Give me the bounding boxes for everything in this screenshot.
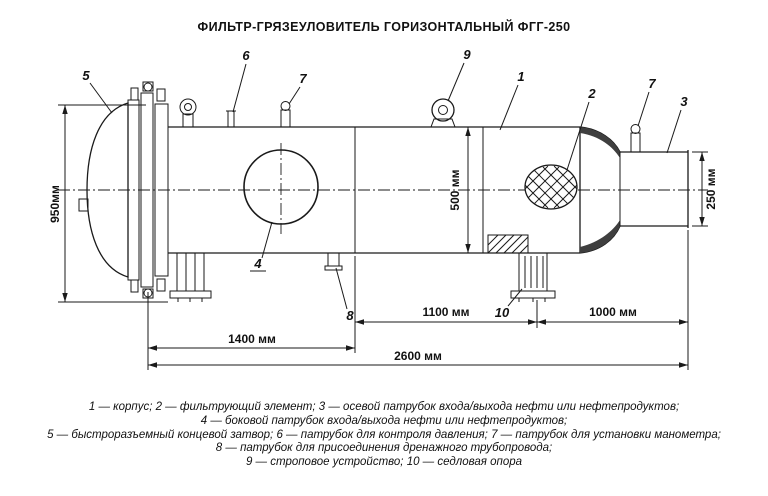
legend-line-2: 4 — боковой патрубок входа/выхода нефти … [200,414,568,427]
flange-closure [127,81,169,299]
dim-label-500: 500 мм [448,169,462,210]
dimension-length-1400: 1400 мм [148,332,355,351]
dim-label-950: 950мм [48,185,62,223]
legend: 1 — корпус; 2 — фильтрующий элемент; 3 —… [0,401,768,470]
callout-label-4: 4 [253,256,262,271]
callout-7-left: 7 [288,71,307,105]
callout-label-6: 6 [242,48,250,63]
dim-label-1100: 1100 мм [422,305,469,319]
callout-2: 2 [566,86,596,171]
left-support [169,252,212,302]
callout-7-right: 7 [637,76,656,127]
dim-label-250: 250 мм [704,168,718,209]
drain-nozzle [324,252,343,271]
lifting-lug-right [430,98,456,128]
callout-9: 9 [447,47,471,102]
dimension-diameter-250: 250 мм [692,151,718,227]
dim-label-2600: 2600 мм [394,349,442,363]
baffle-hatch [487,234,529,254]
callout-label-9: 9 [463,47,471,62]
callout-label-7-left: 7 [299,71,307,86]
manometer-nozzle-left [280,101,291,128]
callout-6: 6 [232,48,250,113]
callout-label-8: 8 [346,308,354,323]
saddle-support [510,252,556,302]
callout-1: 1 [499,69,525,131]
callout-label-3: 3 [680,94,688,109]
dimension-diameter-500: 500 мм [448,127,471,253]
dimension-height-950: 950мм [48,104,168,303]
callout-label-1: 1 [517,69,524,84]
dimension-length-2600: 2600 мм [148,349,688,368]
callout-10: 10 [495,288,523,320]
callout-8: 8 [335,267,354,323]
drawing-title: ФИЛЬТР-ГРЯЗЕУЛОВИТЕЛЬ ГОРИЗОНТАЛЬНЫЙ ФГГ… [197,20,571,34]
dim-label-1400: 1400 мм [228,332,276,346]
callout-label-2: 2 [587,86,596,101]
manometer-nozzle-right [630,124,641,153]
left-head [78,102,129,278]
callout-3: 3 [666,94,688,154]
callout-label-7-right: 7 [648,76,656,91]
dimension-length-1000: 1000 мм [537,305,688,325]
callout-label-10: 10 [495,305,510,320]
pressure-control-nozzle [226,110,236,128]
filter-element [524,164,578,210]
dimension-length-1100: 1100 мм [355,305,537,325]
legend-line-1: 1 — корпус; 2 — фильтрующий элемент; 3 —… [88,401,680,413]
lifting-lug-left [179,98,197,128]
side-nozzle [243,149,319,225]
extension-lines [147,230,689,370]
callout-4: 4 [250,221,273,272]
callout-label-5: 5 [82,68,90,83]
legend-line-3: 5 — быстроразъемный концевой затвор; 6 —… [47,428,721,441]
legend-line-4: 8 — патрубок для присоединения дренажног… [215,442,553,455]
technical-drawing: 950мм 500 мм 250 мм [48,47,718,370]
centerlines [58,143,708,234]
legend-line-5: 9 — строповое устройство; 10 — седловая … [245,456,523,469]
callout-5: 5 [82,68,113,114]
dim-label-1000: 1000 мм [589,305,637,319]
